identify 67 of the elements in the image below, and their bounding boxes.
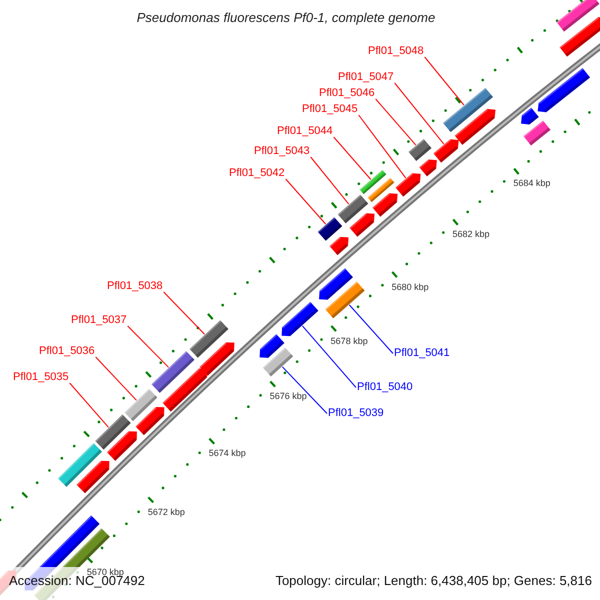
gene-label: Pfl01_5045	[302, 103, 358, 116]
kbp-label: 5678 kbp	[330, 336, 368, 347]
kbp-label: 5672 kbp	[148, 506, 185, 518]
leader-line	[282, 366, 328, 414]
gene-feature	[395, 173, 421, 197]
gene-block	[151, 351, 195, 393]
leader-line	[285, 178, 326, 225]
gene-label: Pfl01_5043	[254, 145, 310, 158]
gene-block	[443, 88, 493, 132]
leader-line	[69, 382, 109, 428]
map-title: Pseudomonas fluorescens Pf0-1, complete genome	[136, 10, 436, 25]
gene-block	[325, 282, 365, 318]
genome-stats-text: Topology: circular; Length: 6,438,405 bp; Genes: 5,816	[275, 573, 592, 589]
gene-label: Pfl01_5035	[13, 371, 69, 384]
gene-label: Pfl01_5046	[319, 87, 375, 100]
leader-line	[95, 356, 137, 401]
leader-line	[394, 82, 444, 145]
gene-block	[190, 320, 228, 358]
gene-block	[556, 0, 600, 32]
leader-line	[424, 56, 464, 106]
gene-feature	[136, 407, 164, 436]
kbp-label: 5680 kbp	[392, 282, 429, 293]
gene-feature	[260, 334, 284, 358]
leader-line	[358, 114, 406, 179]
leader-line	[127, 326, 170, 368]
gene-feature	[372, 193, 398, 217]
gene-label: Pfl01_5038	[107, 280, 163, 293]
kbp-label: 5684 kbp	[513, 178, 550, 190]
leader-line	[163, 292, 206, 335]
leader-line	[302, 325, 356, 388]
gene-block	[524, 120, 550, 146]
leader-line	[375, 98, 416, 146]
gene-feature	[200, 342, 234, 376]
gene-block	[95, 414, 131, 450]
kbp-label: 5676 kbp	[270, 391, 307, 402]
gene-label: Pfl01_5037	[71, 314, 127, 327]
kbp-label: 5674 kbp	[208, 448, 246, 460]
gene-label: Pfl01_5048	[368, 45, 424, 58]
gene-feature	[454, 108, 496, 145]
gene-feature	[330, 236, 348, 256]
gene-block	[124, 388, 158, 422]
gene-feature	[319, 268, 353, 300]
gene-block	[318, 217, 342, 241]
gene-feature	[433, 139, 459, 163]
gene-feature	[350, 213, 375, 237]
gene-block	[338, 194, 368, 224]
gene-block	[58, 443, 102, 487]
gene-label: Pfl01_5039	[328, 407, 384, 420]
gene-block	[262, 347, 294, 377]
gene-feature	[162, 368, 208, 412]
leader-line	[310, 156, 350, 205]
gene-block	[408, 138, 432, 162]
gene-label: Pfl01_5042	[229, 167, 285, 180]
gene-block	[360, 170, 386, 194]
gene-label: Pfl01_5047	[338, 71, 394, 84]
gene-feature	[106, 431, 137, 461]
gene-feature	[282, 302, 318, 336]
kbp-label: 5682 kbp	[452, 229, 490, 240]
gene-label: Pfl01_5040	[357, 381, 413, 394]
gene-feature	[538, 68, 590, 112]
gene-feature	[76, 460, 110, 494]
gene-label: Pfl01_5041	[394, 347, 450, 360]
gene-feature	[521, 108, 539, 125]
gene-feature	[419, 159, 437, 176]
gene-feature	[560, 17, 600, 57]
gene-label: Pfl01_5036	[39, 345, 95, 358]
gene-label: Pfl01_5044	[277, 125, 333, 138]
